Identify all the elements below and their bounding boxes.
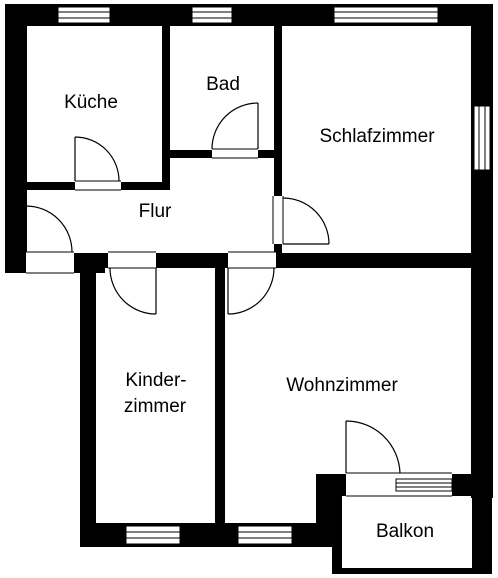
window-wohnzimmer bbox=[237, 525, 293, 545]
doors bbox=[25, 102, 401, 474]
window-bad bbox=[191, 6, 233, 24]
label-kinderzimmer-1: Kinder- bbox=[125, 370, 186, 391]
room-labels: Küche Bad Schlafzimmer Flur Kinder- zimm… bbox=[64, 74, 435, 542]
door-wohnzimmer bbox=[227, 267, 275, 315]
label-schlafzimmer: Schlafzimmer bbox=[319, 126, 435, 147]
label-balkon: Balkon bbox=[376, 521, 434, 542]
window-balkon-fixed bbox=[395, 478, 453, 492]
label-bad: Bad bbox=[206, 74, 240, 95]
label-kinderzimmer-2: zimmer bbox=[124, 396, 187, 417]
door-kueche bbox=[74, 136, 120, 182]
window-kueche bbox=[57, 6, 111, 24]
label-wohnzimmer: Wohnzimmer bbox=[286, 375, 398, 396]
label-flur: Flur bbox=[139, 201, 172, 222]
door-schlafzimmer bbox=[282, 197, 330, 245]
window-kinderzimmer bbox=[125, 525, 181, 545]
windows bbox=[57, 6, 491, 545]
window-schlafzimmer-top bbox=[333, 6, 439, 24]
door-eingang bbox=[25, 205, 73, 253]
door-bad bbox=[211, 102, 259, 150]
door-kinderzimmer bbox=[109, 267, 157, 315]
label-kueche: Küche bbox=[64, 92, 118, 113]
door-balkon bbox=[345, 420, 401, 474]
window-schlafzimmer-right bbox=[473, 105, 491, 171]
